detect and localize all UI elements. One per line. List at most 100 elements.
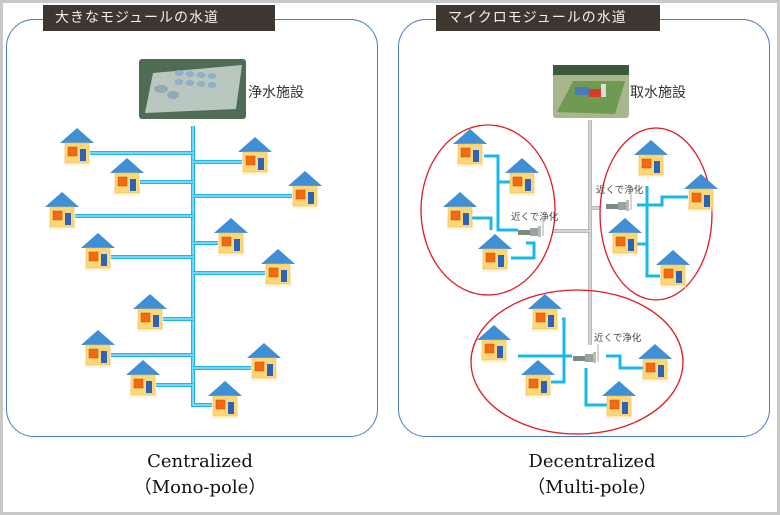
house-roof — [45, 192, 79, 207]
house-window — [133, 378, 144, 389]
house-window — [609, 399, 620, 410]
unit-tank — [618, 202, 626, 210]
water-pipe — [645, 186, 660, 278]
house-window — [663, 268, 674, 279]
settling-tank — [154, 85, 168, 93]
house-door — [497, 346, 503, 358]
house-icon — [214, 218, 248, 256]
cluster-ring-left — [420, 124, 556, 296]
house-window — [88, 348, 99, 359]
house-window — [254, 361, 265, 372]
house-door — [654, 161, 660, 173]
house-window — [245, 155, 256, 166]
purification-unit-icon — [606, 192, 632, 211]
unit-column — [593, 352, 596, 363]
tree-line — [553, 65, 629, 75]
building-blue — [575, 87, 589, 95]
house-roof — [110, 158, 144, 173]
house-roof — [126, 360, 160, 375]
house-roof — [208, 381, 242, 396]
house-door — [80, 149, 86, 161]
purification-unit-icon — [573, 344, 599, 363]
house-door — [676, 271, 682, 283]
house-window — [615, 236, 626, 247]
house-roof — [81, 233, 115, 248]
house-window — [512, 176, 523, 187]
house-window — [450, 210, 461, 221]
house-window — [528, 378, 539, 389]
water-pipe — [511, 241, 536, 260]
house-door — [234, 239, 240, 251]
house-door — [525, 179, 531, 191]
house-roof — [634, 140, 668, 155]
house-window — [140, 312, 151, 323]
house-roof — [638, 344, 672, 359]
house-window — [88, 251, 99, 262]
house-roof — [656, 250, 690, 265]
house-window — [460, 147, 471, 158]
house-roof — [505, 158, 539, 173]
house-roof — [288, 171, 322, 186]
house-door — [101, 254, 107, 266]
settling-tank — [207, 73, 217, 79]
water-pipe — [484, 154, 518, 232]
building-red — [589, 89, 603, 97]
house-door — [548, 315, 554, 327]
purification-unit-icon — [518, 218, 544, 237]
caption-subtitle: （Mono-pole） — [133, 477, 267, 498]
intake-facility-label: 取水施設 — [630, 85, 686, 101]
house-icon — [521, 360, 555, 398]
house-icon — [208, 381, 242, 419]
house-window — [117, 176, 128, 187]
house-icon — [684, 174, 718, 212]
settling-tank — [196, 72, 206, 78]
plant-slab — [145, 65, 242, 113]
caption-title: Centralized — [147, 451, 253, 472]
water-intake-facility-photo — [553, 65, 629, 118]
unit-tank — [585, 354, 593, 362]
house-icon — [60, 128, 94, 166]
settling-tank — [185, 80, 195, 86]
purification-facility-label: 浄水施設 — [248, 85, 304, 101]
house-window — [691, 192, 702, 203]
house-door — [65, 213, 71, 225]
house-roof — [453, 129, 487, 144]
unit-column — [626, 200, 629, 211]
water-pipe — [551, 317, 566, 384]
house-icon — [602, 381, 636, 419]
house-roof — [684, 174, 718, 189]
house-roof — [528, 294, 562, 309]
house-door — [622, 402, 628, 414]
unit-body — [518, 230, 530, 235]
house-window — [645, 362, 656, 373]
house-icon — [638, 344, 672, 382]
settling-tank — [174, 79, 184, 85]
house-roof — [214, 218, 248, 233]
house-icon — [608, 218, 642, 256]
house-window — [221, 236, 232, 247]
silo — [601, 84, 606, 97]
house-roof — [133, 294, 167, 309]
caption-subtitle: （Multi-pole） — [527, 477, 657, 498]
centralized-caption: Centralized （Mono-pole） — [20, 449, 380, 501]
house-icon — [528, 294, 562, 332]
water-pipe — [584, 368, 608, 407]
settling-tank — [196, 81, 206, 87]
house-window — [295, 189, 306, 200]
purify-nearby-label-bottom: 近くで浄化 — [594, 333, 642, 344]
house-icon — [477, 325, 511, 363]
house-roof — [247, 343, 281, 358]
house-icon — [45, 192, 79, 230]
purify-nearby-label-right: 近くで浄化 — [596, 185, 644, 196]
house-window — [641, 158, 652, 169]
settling-tank — [174, 70, 184, 76]
house-roof — [60, 128, 94, 143]
house-icon — [133, 294, 167, 332]
settling-tank — [167, 91, 179, 99]
unit-body — [573, 356, 585, 361]
unit-body — [606, 204, 618, 209]
house-icon — [81, 330, 115, 368]
house-door — [130, 179, 136, 191]
house-roof — [521, 360, 555, 375]
